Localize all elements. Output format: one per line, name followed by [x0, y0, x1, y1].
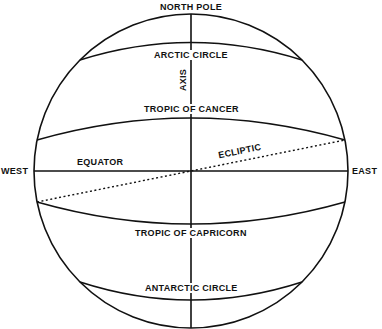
tropic-line — [37, 202, 345, 224]
globe-outline — [34, 14, 348, 328]
tropic-label: TROPIC OF CANCER — [142, 104, 241, 114]
ecliptic-line — [37, 140, 345, 202]
direction-label: EAST — [352, 166, 377, 176]
equator-line — [34, 170, 348, 172]
direction-label: WEST — [1, 166, 28, 176]
antarctic-circle-line — [80, 282, 302, 300]
circle-label: ANTARCTIC CIRCLE — [143, 283, 240, 293]
tropic-label: TROPIC OF CAPRICORN — [133, 228, 249, 238]
tropic-line — [37, 118, 345, 140]
equator-label: EQUATOR — [77, 157, 123, 167]
arctic-circle-line — [80, 43, 302, 61]
ecliptic-label: ECLIPTIC — [217, 142, 262, 160]
circle-label: ARCTIC CIRCLE — [152, 50, 230, 60]
pole-label: NORTH POLE — [160, 2, 222, 12]
axis-label: AXIS — [178, 69, 188, 91]
